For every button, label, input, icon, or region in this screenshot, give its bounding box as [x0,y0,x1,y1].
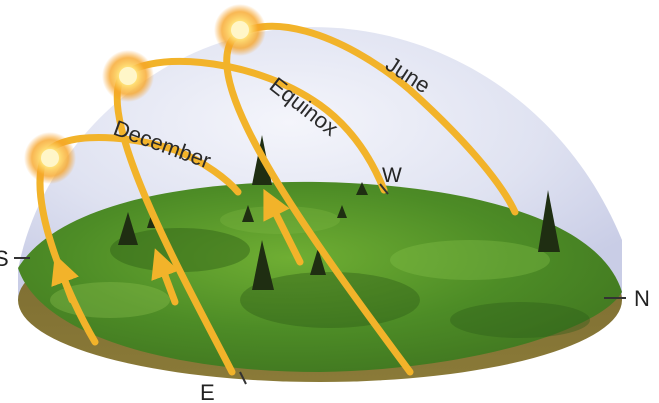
suns [24,4,266,184]
december-arrow [51,254,79,304]
compass-north-label: N [634,286,650,311]
compass: S W N E [0,164,650,403]
june-arrow [263,188,304,266]
tree [538,190,560,252]
tree [118,212,138,245]
compass-south-label: S [0,246,9,271]
tree [310,248,326,275]
tree [252,240,274,290]
compass-west-label: W [382,164,402,187]
equinox-arrow [151,248,179,306]
tree [242,205,254,222]
tree [356,182,368,195]
compass-east-label: E [200,380,215,403]
tree [337,205,347,218]
